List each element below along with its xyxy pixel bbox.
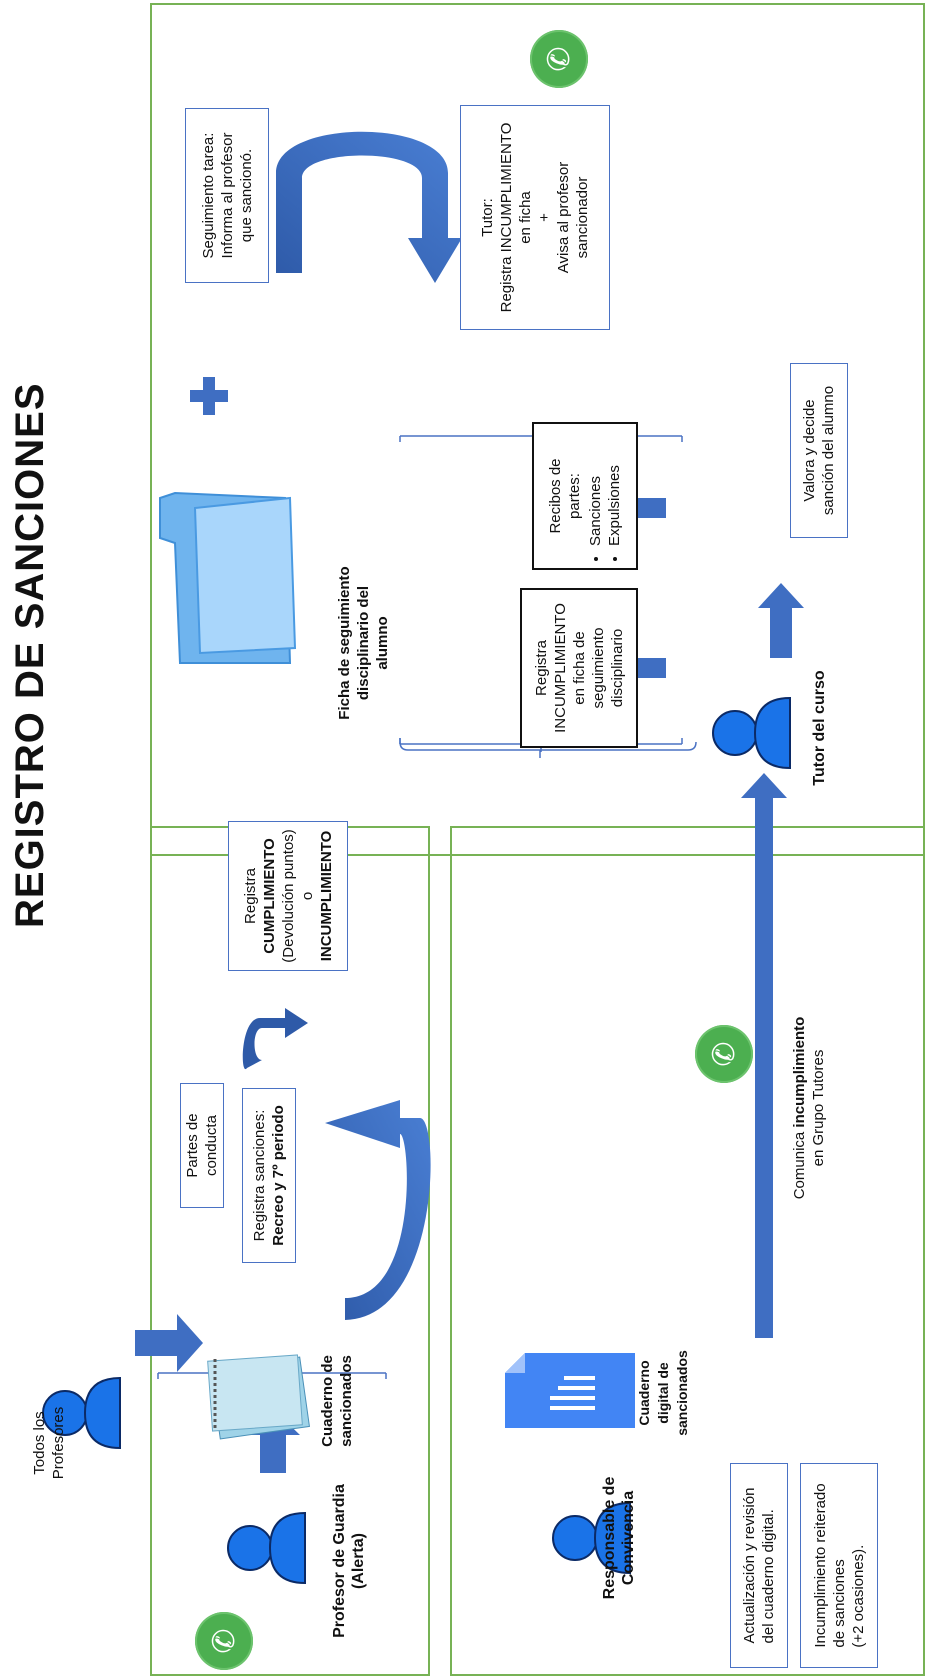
- rc-l4: o: [298, 891, 316, 901]
- tutor-l4: +: [536, 213, 553, 222]
- whatsapp-icon: ✆: [195, 1612, 253, 1670]
- recibos-title: Recibos de partes:: [547, 458, 583, 534]
- registra-incumplimiento-box: Registra INCUMPLIMIENTO en ficha de segu…: [520, 588, 638, 748]
- rc-l1: Registra: [241, 868, 259, 924]
- recibos-box: Recibos de partes: Sanciones Expulsiones: [532, 422, 638, 570]
- arrow-curve-small: [242, 1008, 308, 1070]
- tutor-box: Tutor: Registra INCUMPLIMIENTO en ficha …: [460, 105, 610, 330]
- cuaderno-label: Cuaderno de sancionados: [319, 1355, 355, 1447]
- person-icon: [42, 1376, 121, 1450]
- arrow-incumplimiento-to-tutor: [741, 773, 787, 1338]
- valora-box: Valora y decide sanción del alumno: [790, 363, 848, 538]
- whatsapp-icon: ✆: [695, 1025, 753, 1083]
- comunica-pre: Comunica: [791, 1127, 808, 1200]
- person-icon: [712, 696, 791, 770]
- person-icon: [552, 1501, 631, 1575]
- notebook-icon: [207, 1354, 310, 1440]
- tutor-l1: Tutor:: [479, 198, 496, 237]
- rc-l5: INCUMPLIMIENTO: [317, 830, 335, 962]
- ficha-label: Ficha de seguimiento disciplinario del a…: [336, 566, 391, 720]
- registra-sanciones-box: Registra sanciones: Recreo y 7º periodo: [242, 1088, 296, 1263]
- arrow-tutor-curve: [276, 131, 462, 283]
- registra-line1: Registra sanciones:: [251, 1109, 268, 1242]
- registra-cumplimiento-box: Registra CUMPLIMIENTO (Devolución puntos…: [228, 821, 348, 971]
- cuaderno-brace: [149, 1378, 160, 1388]
- incumplimiento-reiterado-box: Incumplimiento reiterado de sanciones (+…: [800, 1463, 878, 1668]
- rc-l2: CUMPLIMIENTO: [260, 838, 278, 954]
- actor-tutor-label: Tutor del curso: [811, 670, 828, 786]
- registra-line2: Recreo y 7º periodo: [270, 1105, 287, 1246]
- tutor-l3: en ficha: [517, 191, 534, 244]
- plus-icon: [190, 377, 228, 415]
- comunica-bold: incumplimiento: [791, 1016, 808, 1128]
- arrow-tutor-to-valora: [758, 583, 804, 658]
- tutor-l5: Avisa al profesor: [555, 161, 572, 274]
- google-docs-icon: [505, 1353, 635, 1428]
- actor-guardia-label: Profesor de Guardia (Alerta): [331, 1484, 367, 1638]
- actor-responsable-label: Responsable de Convivencia: [601, 1476, 637, 1600]
- cuaderno-digital-label: Cuaderno digital de sancionados: [636, 1350, 690, 1436]
- actualizacion-box: Actualización y revisión del cuaderno di…: [730, 1463, 788, 1668]
- rc-l3: (Devolución puntos): [279, 829, 297, 963]
- arrow-fichaA: [396, 656, 444, 697]
- recibos-item: Expulsiones: [605, 465, 624, 546]
- recibos-list: Sanciones Expulsiones: [586, 465, 624, 564]
- partes-conducta-box: Partes de conducta: [180, 1083, 224, 1208]
- person-icon: [227, 1511, 306, 1585]
- tutor-l6: sancionador: [574, 176, 591, 259]
- actor-todos-label: Todos los Profesores: [31, 1406, 67, 1480]
- seguimiento-box: Seguimiento tarea: Informa al profesor q…: [185, 108, 269, 283]
- recibos-item: Sanciones: [586, 465, 605, 546]
- tutor-l2: Registra INCUMPLIMIENTO: [498, 122, 515, 313]
- folder-icon: [159, 491, 297, 664]
- comunica-post: en Grupo Tutores: [810, 1049, 827, 1167]
- arrow-todos-to-cuaderno: [135, 1314, 203, 1372]
- arrow-curve-to-cuaderno-digital: [325, 1100, 431, 1320]
- comunica-label: Comunica incumplimiento en Grupo Tutores: [790, 958, 828, 1258]
- whatsapp-icon: ✆: [530, 30, 588, 88]
